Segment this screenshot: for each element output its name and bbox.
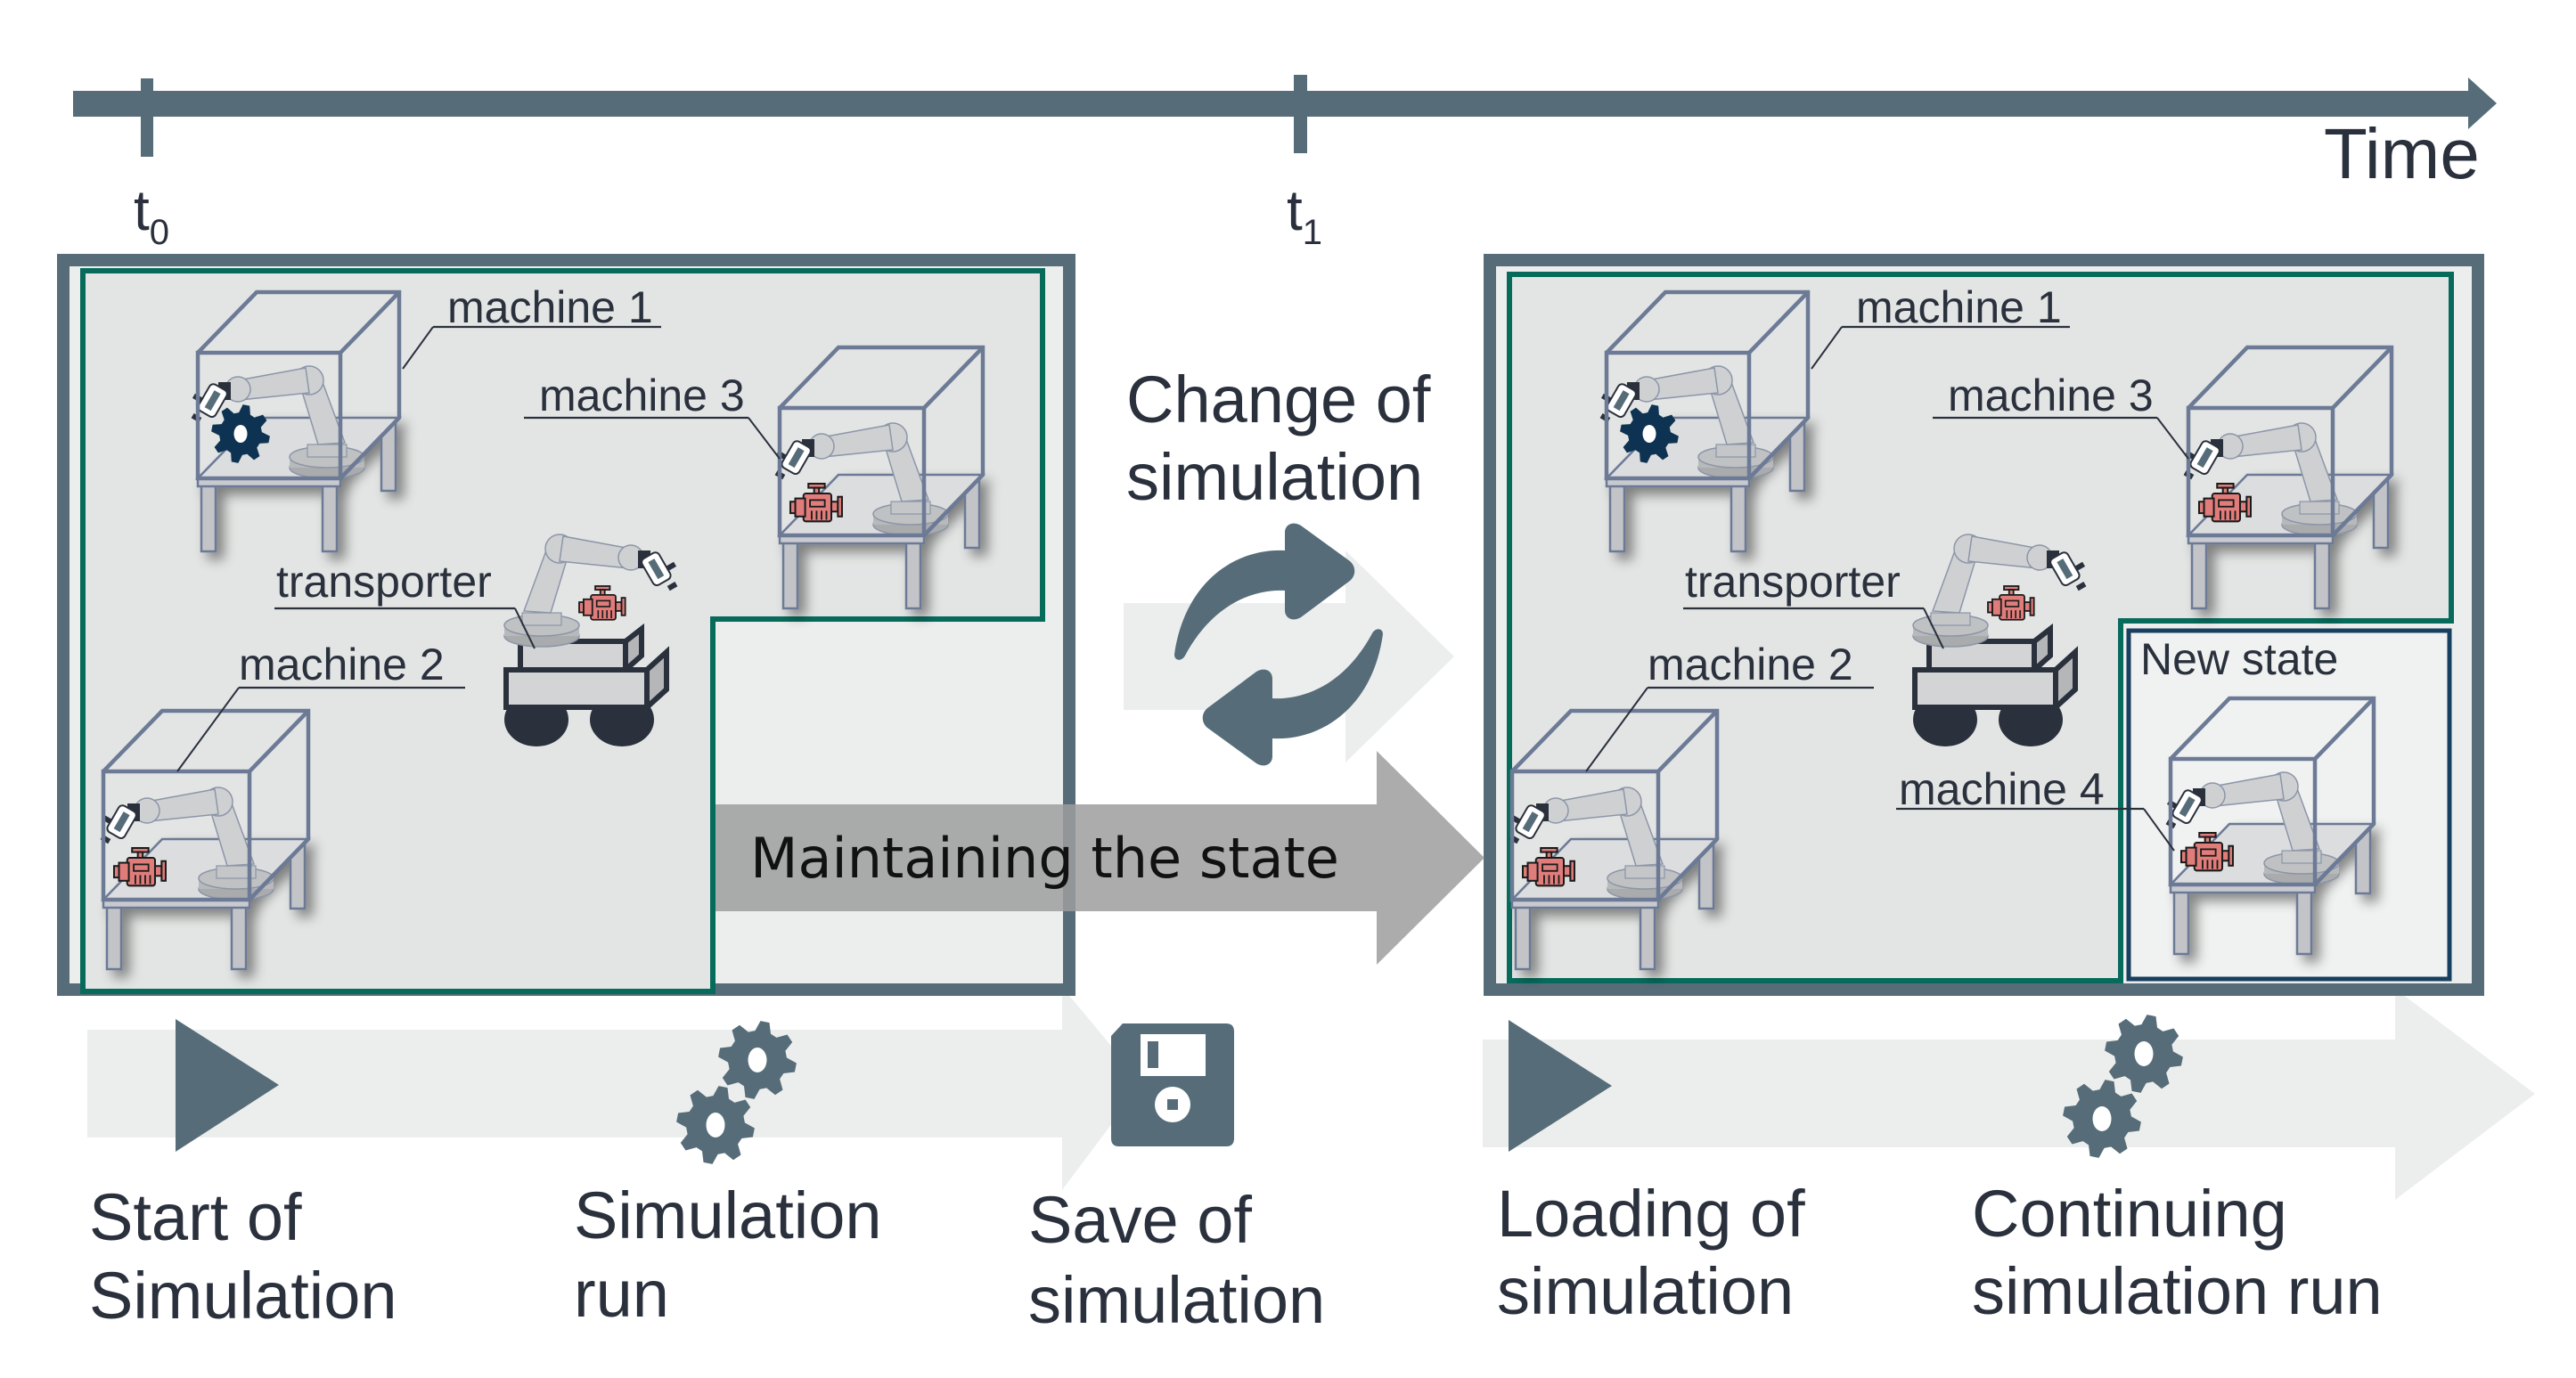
robot-arm-icon xyxy=(503,534,678,648)
change-label-line1: Change of xyxy=(1126,363,1431,436)
callout-label: machine 2 xyxy=(1585,640,1874,772)
step-label-line2: Simulation xyxy=(89,1259,397,1333)
callout-label: machine 3 xyxy=(524,371,781,460)
gear-icon xyxy=(1620,404,1679,463)
engine-icon xyxy=(2197,482,2252,523)
callout-text: machine 1 xyxy=(1856,282,2062,332)
robot-arm-icon xyxy=(100,787,274,901)
timeline-axis xyxy=(73,91,2470,117)
step-simulation-run: Simulation run xyxy=(574,1021,882,1331)
timeline-tick-t0 xyxy=(141,78,153,157)
step-label-line1: Simulation xyxy=(574,1178,882,1252)
robot-arm-icon xyxy=(1912,534,2087,648)
marker-t0: t0 xyxy=(134,178,169,252)
timeline-arrowhead xyxy=(2468,77,2497,129)
robot-arm-icon xyxy=(1509,787,1683,901)
robot-arm-icon xyxy=(191,365,365,479)
engine-icon xyxy=(1521,846,1575,887)
callout-label: machine 2 xyxy=(176,640,465,772)
callout-text: machine 2 xyxy=(239,640,445,689)
callout-label: machine 1 xyxy=(402,282,661,370)
step-save-simulation: Save of simulation xyxy=(1028,1023,1325,1337)
left-simulation-panel: machine 1 machine 3 machine 2 transporter xyxy=(57,254,1075,996)
maintaining-state-label: Maintaining the state xyxy=(750,826,1339,891)
callout-label: machine 1 xyxy=(1811,282,2070,370)
machine-2: machine 2 xyxy=(1509,640,1874,971)
gear-icon xyxy=(676,1086,755,1164)
engine-icon xyxy=(112,846,167,887)
change-of-simulation: Change of simulation xyxy=(1124,363,1454,766)
transporter: transporter xyxy=(1683,534,2087,746)
callout-label: machine 3 xyxy=(1933,371,2189,460)
machine-3: machine 3 xyxy=(1933,345,2394,610)
callout-text: machine 1 xyxy=(447,282,653,332)
right-simulation-panel: New state machine 1 machine 3 machine 2 tra… xyxy=(1484,254,2484,996)
step-label-line2: simulation xyxy=(1497,1254,1794,1328)
timeline-tick-t1 xyxy=(1294,75,1307,153)
engine-icon xyxy=(578,585,626,621)
machine-1: machine 1 xyxy=(191,282,661,553)
robot-arm-icon xyxy=(774,422,949,536)
step-continuing-simulation-run: Continuing simulation run xyxy=(1972,1015,2383,1328)
callout-text: machine 2 xyxy=(1648,640,1853,689)
process-arrow-right xyxy=(1483,989,2535,1200)
marker-t1: t1 xyxy=(1287,178,1322,252)
new-state-title: New state xyxy=(2140,634,2338,684)
time-axis-label: Time xyxy=(2324,114,2480,193)
gear-icon xyxy=(211,404,270,463)
play-icon xyxy=(1509,1020,1612,1152)
step-label-line1: Loading of xyxy=(1497,1177,1805,1251)
step-label-line2: simulation run xyxy=(1972,1254,2383,1328)
callout-label: transporter xyxy=(274,557,536,649)
gear-icon xyxy=(718,1021,797,1099)
refresh-icon xyxy=(1174,523,1383,766)
gear-icon xyxy=(2105,1015,2183,1093)
callout-label: machine 4 xyxy=(1896,764,2175,852)
step-loading-simulation: Loading of simulation xyxy=(1497,1020,1805,1328)
callout-text: machine 4 xyxy=(1899,764,2105,814)
engine-icon xyxy=(789,482,843,523)
transporter: transporter xyxy=(274,534,678,746)
change-label-line2: simulation xyxy=(1126,440,1423,514)
step-start-simulation: Start of Simulation xyxy=(89,1019,397,1333)
robot-arm-icon xyxy=(2183,422,2358,536)
engine-icon xyxy=(2179,831,2234,872)
machine-1: machine 1 xyxy=(1599,282,2070,553)
timeline: t0 t1 Time xyxy=(73,75,2497,252)
gear-icon xyxy=(2063,1080,2141,1158)
gears-icon xyxy=(676,1021,797,1164)
play-icon xyxy=(176,1019,279,1152)
machine-2: machine 2 xyxy=(100,640,465,971)
process-arrow-left xyxy=(87,987,1142,1190)
engine-icon xyxy=(1987,585,2035,621)
maintaining-state-arrow: Maintaining the state xyxy=(716,751,1484,965)
machine-3: machine 3 xyxy=(524,345,985,610)
floppy-disk-icon xyxy=(1111,1023,1234,1146)
callout-text: transporter xyxy=(276,557,492,607)
callout-text: transporter xyxy=(1685,557,1901,607)
callout-label: transporter xyxy=(1683,557,1944,649)
callout-text: machine 3 xyxy=(1948,371,2154,420)
machine-4: machine 4 xyxy=(1896,696,2376,956)
callout-text: machine 3 xyxy=(539,371,745,420)
step-label-line2: run xyxy=(574,1257,669,1331)
step-label-line1: Continuing xyxy=(1972,1177,2287,1251)
step-label-line1: Save of xyxy=(1028,1183,1252,1257)
step-label-line1: Start of xyxy=(89,1180,302,1254)
step-label-line2: simulation xyxy=(1028,1263,1325,1337)
gears-icon xyxy=(2063,1015,2183,1158)
